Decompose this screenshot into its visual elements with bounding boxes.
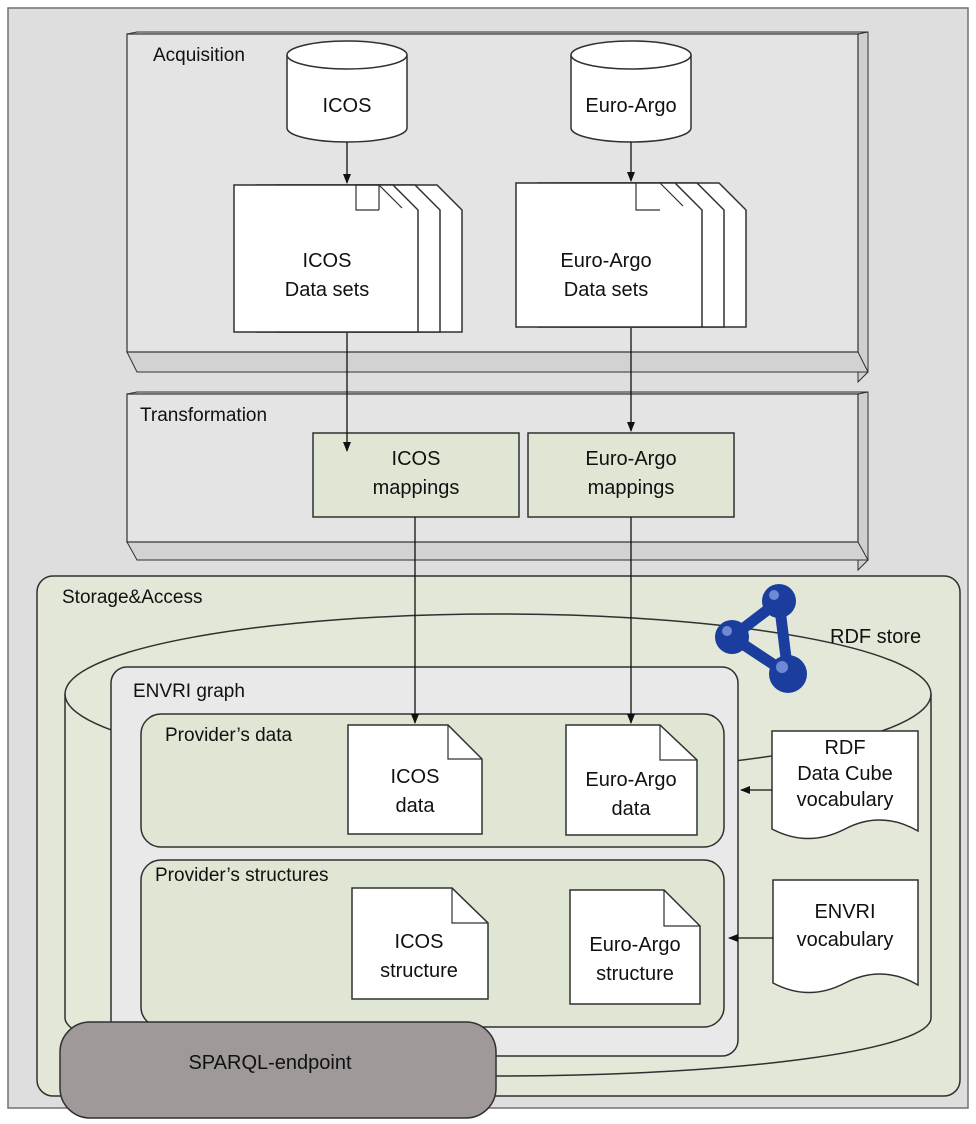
- acquisition-panel-side: [857, 31, 869, 384]
- icos-source-label: ICOS: [323, 95, 372, 117]
- euro-argo-datasets-stack: Euro-Argo Data sets: [515, 182, 747, 328]
- rdf-molecule-icon: [715, 584, 807, 693]
- euro-argo-data-line2: data: [612, 798, 652, 820]
- storage-access-title: Storage&Access: [62, 587, 202, 608]
- providers-structures-title: Provider’s structures: [155, 865, 329, 886]
- envri-graph-container: ENVRI graph Provider’s data ICOS data Eu…: [110, 666, 739, 1057]
- euro-argo-structure-line2: structure: [596, 963, 674, 985]
- euro-argo-structure-document: Euro-Argo structure: [569, 889, 701, 1005]
- euro-argo-structure-line1: Euro-Argo: [589, 934, 680, 956]
- icos-structure-document: ICOS structure: [351, 887, 489, 1000]
- rdf-data-cube-line2: Data Cube: [797, 763, 893, 785]
- storage-access-panel: Storage&Access RDF store ENVRI graph Pro…: [36, 575, 961, 1119]
- euro-argo-source-database: Euro-Argo: [570, 40, 692, 143]
- rdf-data-cube-vocabulary: RDF Data Cube vocabulary: [771, 730, 919, 840]
- providers-data-title: Provider’s data: [165, 725, 293, 746]
- icos-datasets-line2: Data sets: [285, 279, 369, 301]
- icos-structure-line2: structure: [380, 960, 458, 982]
- flow-arrows: [343, 142, 773, 942]
- rdf-store-label: RDF store: [830, 626, 921, 648]
- rdf-data-cube-line3: vocabulary: [797, 789, 894, 811]
- icos-data-document: ICOS data: [347, 724, 483, 835]
- transformation-panel-side: [857, 391, 869, 572]
- icos-data-line2: data: [396, 795, 436, 817]
- icos-mappings-line2: mappings: [373, 477, 460, 499]
- envri-vocabulary-line2: vocabulary: [797, 929, 894, 951]
- envri-vocabulary-line1: ENVRI: [814, 901, 875, 923]
- euro-argo-datasets-line2: Data sets: [564, 279, 648, 301]
- acquisition-panel: Acquisition ICOS Euro-Argo ICOS Data set…: [126, 31, 869, 384]
- icos-mappings-box: ICOS mappings: [312, 432, 520, 518]
- icos-data-line1: ICOS: [391, 766, 440, 788]
- acquisition-title: Acquisition: [153, 45, 245, 66]
- providers-structures-group: Provider’s structures ICOS structure Eur…: [140, 859, 725, 1028]
- euro-argo-mappings-line1: Euro-Argo: [585, 448, 676, 470]
- euro-argo-mappings-box: Euro-Argo mappings: [527, 432, 735, 518]
- euro-argo-datasets-line1: Euro-Argo: [560, 250, 651, 272]
- envri-graph-title: ENVRI graph: [133, 681, 245, 702]
- transformation-panel-bottom: [126, 541, 869, 561]
- euro-argo-data-document: Euro-Argo data: [565, 724, 698, 836]
- icos-structure-line1: ICOS: [395, 931, 444, 953]
- euro-argo-data-line1: Euro-Argo: [585, 769, 676, 791]
- euro-argo-mappings-line2: mappings: [588, 477, 675, 499]
- euro-argo-source-label: Euro-Argo: [585, 95, 676, 117]
- icos-mappings-line1: ICOS: [392, 448, 441, 470]
- providers-data-group: Provider’s data ICOS data Euro-Argo data: [140, 713, 725, 848]
- icos-datasets-line1: ICOS: [303, 250, 352, 272]
- transformation-panel: Transformation ICOS mappings Euro-Argo m…: [126, 391, 869, 572]
- sparql-endpoint-label: SPARQL-endpoint: [188, 1052, 352, 1074]
- icos-datasets-stack: ICOS Data sets: [233, 184, 463, 333]
- envri-vocabulary: ENVRI vocabulary: [772, 879, 919, 994]
- acquisition-panel-bottom: [126, 351, 869, 373]
- sparql-endpoint: SPARQL-endpoint: [59, 1021, 497, 1119]
- icos-source-database: ICOS: [286, 40, 408, 143]
- transformation-title: Transformation: [140, 405, 267, 426]
- rdf-data-cube-line1: RDF: [824, 737, 865, 759]
